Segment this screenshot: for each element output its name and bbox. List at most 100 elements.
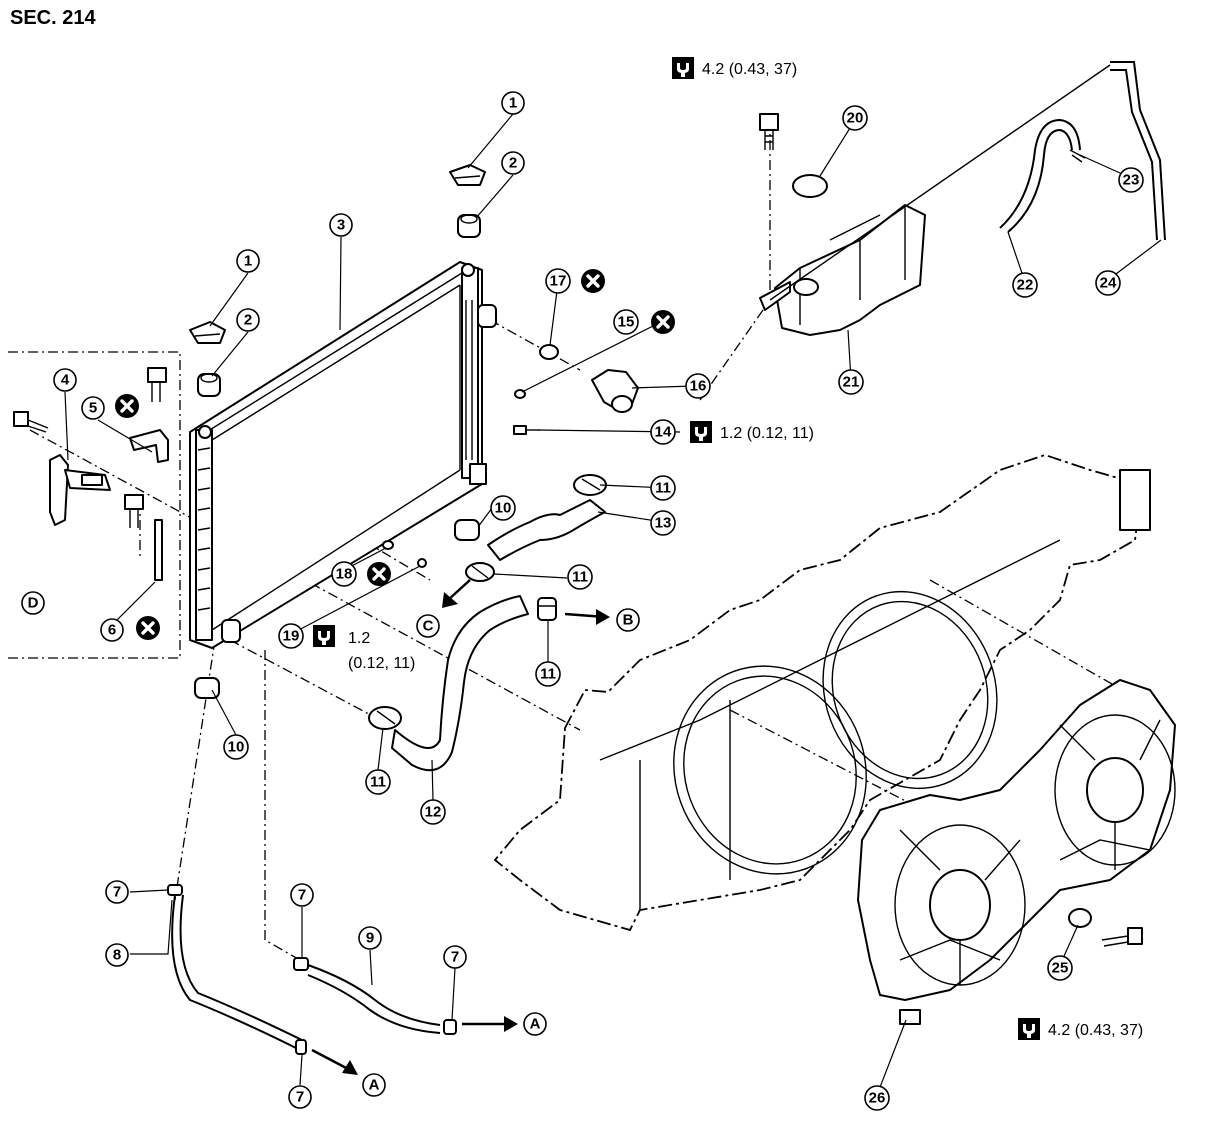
svg-text:(0.12, 11): (0.12, 11) — [348, 655, 415, 672]
hose-clip-7a — [167, 884, 183, 896]
svg-text:17: 17 — [550, 273, 567, 290]
radiator-core-support — [493, 454, 1151, 932]
bolt-top-left — [147, 367, 167, 402]
hose-clamp-upper-2 — [465, 562, 495, 582]
overflow-hose-24 — [1110, 61, 1166, 241]
callout-20: 20 — [842, 105, 868, 131]
arrow-to-a-upper — [462, 1016, 518, 1032]
callout-24: 24 — [1095, 270, 1121, 296]
callout-8: 8 — [105, 943, 129, 967]
svg-text:11: 11 — [540, 666, 556, 683]
svg-text:C: C — [423, 618, 434, 635]
ref-a-lower: A — [362, 1073, 386, 1097]
hose-9 — [307, 964, 441, 1026]
hose-clamp-lower-1 — [537, 597, 557, 621]
fan-bushing-25 — [1068, 908, 1092, 928]
callout-5: 5 — [81, 396, 105, 420]
svg-text:1.2: 1.2 — [348, 630, 370, 647]
callout-7b: 7 — [290, 883, 314, 907]
callout-7d: 7 — [288, 1085, 312, 1109]
callout-1a: 1 — [501, 91, 525, 115]
svg-text:D: D — [28, 595, 39, 612]
svg-text:1: 1 — [509, 95, 517, 112]
callout-2a: 2 — [501, 151, 525, 175]
ref-b: B — [616, 608, 640, 632]
fan-bolt — [1101, 927, 1143, 947]
hose-clip-7c — [293, 957, 309, 971]
replace-icon-18 — [365, 560, 393, 588]
svg-text:A: A — [369, 1077, 380, 1094]
hose-8-inner — [179, 894, 307, 1043]
torque-spec-drain-plug: 1.2 (0.12, 11) — [313, 625, 415, 672]
callout-21: 21 — [838, 369, 864, 395]
upper-mount-bushing-right — [457, 214, 481, 238]
svg-text:7: 7 — [298, 887, 306, 904]
callout-25: 25 — [1047, 955, 1073, 981]
svg-text:8: 8 — [113, 947, 121, 964]
lower-mount-bushing-right — [454, 519, 480, 541]
upper-mount-clip-right — [449, 164, 486, 186]
lower-radiator-hose — [391, 595, 529, 772]
o-ring-17 — [539, 344, 559, 360]
svg-text:7: 7 — [113, 884, 121, 901]
arrow-to-c — [442, 579, 471, 608]
reservoir-hose-22-inner — [1007, 128, 1073, 233]
svg-text:2: 2 — [244, 312, 252, 329]
svg-text:25: 25 — [1052, 960, 1069, 977]
svg-text:19: 19 — [283, 628, 300, 645]
callout-10a: 10 — [490, 495, 516, 521]
callout-26: 26 — [864, 1085, 890, 1111]
callout-18: 18 — [331, 561, 357, 587]
callout-11b: 11 — [567, 564, 593, 590]
svg-text:10: 10 — [228, 739, 245, 756]
svg-text:3: 3 — [337, 217, 345, 234]
hose-8 — [171, 894, 301, 1051]
ref-d: D — [21, 591, 45, 615]
svg-text:14: 14 — [655, 424, 672, 441]
svg-text:18: 18 — [336, 566, 353, 583]
hose-9-inner — [307, 974, 441, 1034]
torque-spec-tank-bolt: 4.2 (0.43, 37) — [672, 57, 797, 79]
callout-13: 13 — [650, 510, 676, 536]
svg-text:10: 10 — [495, 500, 512, 517]
svg-text:12: 12 — [425, 804, 442, 821]
bracket-4 — [49, 454, 111, 526]
reservoir-tank — [759, 204, 926, 336]
torque-spec-bolt-14: 1.2 (0.12, 11) — [690, 421, 814, 443]
water-outlet-16 — [591, 369, 639, 413]
upper-mount-clip-left — [189, 321, 226, 344]
svg-text:6: 6 — [108, 622, 116, 639]
svg-text:2: 2 — [509, 155, 517, 172]
callout-17: 17 — [545, 268, 571, 294]
leader-lines — [64, 113, 1162, 1096]
detail-d-frame — [8, 351, 181, 659]
reservoir-mounting-bolt — [759, 113, 779, 150]
upper-radiator-hose — [487, 499, 606, 561]
ref-a-upper: A — [523, 1012, 547, 1036]
svg-text:24: 24 — [1100, 275, 1117, 292]
drain-plug-19 — [417, 558, 427, 568]
hose-clamp-lower-2 — [368, 706, 402, 730]
callout-15: 15 — [613, 309, 639, 335]
o-ring-18 — [382, 540, 394, 550]
arrow-to-b — [564, 609, 610, 625]
callout-10b: 10 — [223, 734, 249, 760]
bracket-6 — [154, 519, 163, 581]
svg-text:16: 16 — [690, 378, 707, 395]
ref-c: C — [416, 614, 440, 638]
callout-7a: 7 — [105, 880, 129, 904]
bracket-5 — [129, 429, 169, 463]
callout-11c: 11 — [535, 661, 561, 687]
svg-text:26: 26 — [869, 1090, 886, 1107]
callout-1b: 1 — [236, 249, 260, 273]
overflow-hose-24-inner — [1110, 69, 1158, 241]
callout-12: 12 — [420, 799, 446, 825]
callout-7c: 7 — [443, 945, 467, 969]
bolt-mid-left — [124, 494, 144, 528]
replace-icon-6 — [134, 614, 162, 642]
svg-text:A: A — [530, 1016, 541, 1033]
lower-mount-bushing-left — [194, 677, 220, 699]
svg-text:9: 9 — [366, 930, 374, 947]
replace-icon-5 — [113, 392, 141, 420]
